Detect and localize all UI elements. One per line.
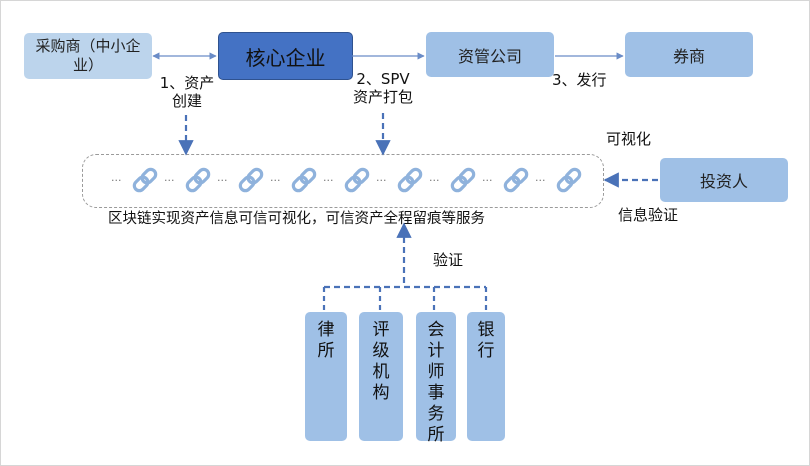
buyer-node: 采购商（中小企业） <box>24 33 152 79</box>
institution-bank-char: 银 <box>477 320 495 340</box>
broker-node: 券商 <box>625 32 753 77</box>
step2-label: 2、SPV 资产打包 <box>352 70 413 106</box>
asset-management-node: 资管公司 <box>426 32 554 77</box>
visualization-label: 可视化 <box>606 130 652 148</box>
institution-law-firm: 律 所 <box>305 312 347 441</box>
chain-link-icon <box>503 167 529 193</box>
institution-bank-char: 行 <box>477 341 495 361</box>
chain-link-icon <box>450 167 476 193</box>
chain-link-icon <box>185 167 211 193</box>
institution-law-firm-char: 律 <box>317 320 335 340</box>
chain-links: ··· ··· ··· ··· ··· ··· ··· ··· ··· <box>111 167 582 193</box>
blockchain-caption: 区块链实现资产信息可信可视化，可信资产全程留痕等服务 <box>108 211 485 227</box>
chain-link-icon <box>132 167 158 193</box>
chain-link-icon <box>344 167 370 193</box>
buyer-label: 采购商（中小企业） <box>35 37 141 74</box>
chain-dots: ··· <box>323 174 334 187</box>
chain-dots: ··· <box>535 174 546 187</box>
chain-link-icon <box>291 167 317 193</box>
institution-rating-agency-char: 机 <box>372 362 390 382</box>
core-enterprise-label: 核心企业 <box>245 45 326 70</box>
institution-accounting-firm-char: 会 <box>427 320 445 340</box>
chain-dots: ··· <box>111 174 122 187</box>
chain-dots: ··· <box>482 174 493 187</box>
chain-link-icon <box>238 167 264 193</box>
institution-accounting-firm-char: 所 <box>427 425 445 445</box>
institution-bank: 银 行 <box>467 312 505 441</box>
chain-link-icon <box>556 167 582 193</box>
institution-accounting-firm-char: 师 <box>427 362 445 382</box>
investor-node: 投资人 <box>660 158 788 202</box>
investor-label: 投资人 <box>699 172 748 191</box>
institution-accounting-firm-char: 计 <box>427 341 445 361</box>
chain-dots: ··· <box>164 174 175 187</box>
chain-dots: ··· <box>376 174 387 187</box>
institution-accounting-firm-char: 事 <box>427 383 445 403</box>
institution-rating-agency-char: 级 <box>372 341 390 361</box>
asset-management-label: 资管公司 <box>457 46 522 66</box>
institution-accounting-firm-char: 务 <box>427 404 445 424</box>
chain-dots: ··· <box>270 174 281 187</box>
info-verify-label: 信息验证 <box>618 206 679 224</box>
chain-link-icon <box>397 167 423 193</box>
step3-label: 3、发行 <box>552 71 607 89</box>
verify-label: 验证 <box>433 251 464 269</box>
institution-rating-agency: 评 级 机 构 <box>359 312 403 441</box>
institution-accounting-firm: 会 计 师 事 务 所 <box>416 312 456 445</box>
chain-dots: ··· <box>217 174 228 187</box>
institution-rating-agency-char: 评 <box>372 320 390 340</box>
chain-dots: ··· <box>429 174 440 187</box>
step1-label: 1、资产创建 <box>159 74 215 110</box>
institution-rating-agency-char: 构 <box>372 383 390 403</box>
broker-label: 券商 <box>672 46 705 66</box>
institution-law-firm-char: 所 <box>317 341 335 361</box>
